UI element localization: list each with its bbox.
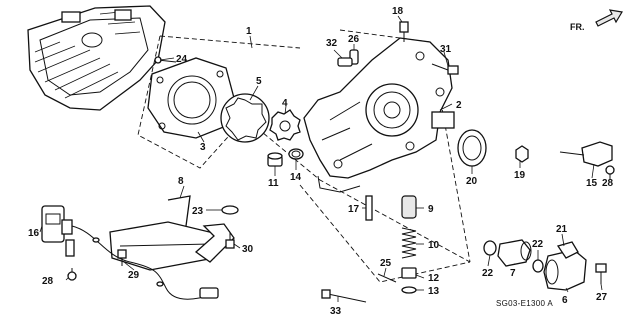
callout-12: 12 (428, 273, 440, 284)
o-ring-22-right (532, 259, 544, 273)
leader-lines (39, 15, 603, 302)
bolt-27 (595, 263, 607, 284)
callout-23: 23 (192, 206, 204, 217)
oil-pressure-switch (41, 205, 75, 257)
bolt-33 (321, 289, 367, 303)
callout-13: 13 (428, 286, 440, 297)
bolt-28-right (605, 165, 615, 180)
callout-11: 11 (268, 178, 279, 189)
pump-cover-plate (147, 57, 235, 139)
callout-1: 1 (246, 26, 252, 37)
sealing-bolt-19 (515, 145, 529, 163)
sealing-bolt-12 (401, 267, 417, 279)
bolt-28-left (67, 268, 77, 281)
callout-32: 32 (326, 38, 338, 49)
callout-14: 14 (290, 172, 302, 183)
callout-22-left: 22 (482, 268, 494, 279)
callout-24: 24 (176, 54, 188, 65)
diagram-code: SG03-E1300 A (496, 299, 553, 308)
callout-28-right: 28 (602, 178, 614, 189)
callout-numbers: 1 2 3 4 5 6 7 8 9 10 11 12 13 14 15 16 1… (28, 6, 614, 317)
o-ring-22-left (483, 240, 497, 256)
callout-15: 15 (586, 178, 598, 189)
callout-5: 5 (256, 76, 262, 87)
callout-19: 19 (514, 170, 526, 181)
inner-rotor (269, 109, 301, 141)
callout-6: 6 (562, 295, 568, 306)
callout-29: 29 (128, 270, 140, 281)
callout-22-right: 22 (532, 239, 544, 250)
callout-3: 3 (200, 142, 206, 153)
callout-16: 16 (28, 228, 40, 239)
relief-spring-10 (401, 227, 417, 259)
o-ring-14 (288, 148, 304, 160)
washer-13 (401, 286, 417, 294)
callout-17: 17 (348, 204, 360, 215)
bolt-18 (399, 21, 409, 42)
callout-8: 8 (178, 176, 184, 187)
screw-24 (154, 56, 177, 64)
oil-seal (457, 129, 487, 167)
callout-27: 27 (596, 292, 608, 303)
o-ring-23 (221, 205, 239, 215)
callout-10: 10 (428, 240, 440, 251)
dowel-32 (337, 57, 353, 67)
callout-18: 18 (392, 6, 404, 17)
callout-7: 7 (510, 268, 516, 279)
engine-block (27, 5, 166, 111)
callout-21: 21 (556, 224, 568, 235)
callout-25: 25 (380, 258, 392, 269)
outer-rotor (220, 93, 270, 143)
bolt-31 (431, 63, 459, 75)
oil-strainer (109, 195, 235, 271)
callout-2: 2 (456, 100, 462, 111)
callout-26: 26 (348, 34, 360, 45)
callout-30: 30 (242, 244, 254, 255)
joint-pipe-7 (497, 239, 532, 267)
seal-cap (267, 152, 283, 167)
callout-33: 33 (330, 306, 342, 317)
callout-4: 4 (282, 98, 288, 109)
front-direction-arrow (595, 9, 623, 27)
bracket-15 (559, 141, 613, 167)
wire-harness (71, 225, 219, 300)
pin-25 (377, 273, 397, 283)
callout-28-left: 28 (42, 276, 54, 287)
relief-valve-9 (401, 195, 417, 219)
gasket-21 (556, 241, 579, 259)
callout-31: 31 (440, 44, 452, 55)
front-direction-label: FR. (570, 22, 585, 32)
oil-pump-housing (303, 37, 455, 193)
stud-17 (365, 195, 373, 221)
callout-9: 9 (428, 204, 434, 215)
callout-20: 20 (466, 176, 478, 187)
